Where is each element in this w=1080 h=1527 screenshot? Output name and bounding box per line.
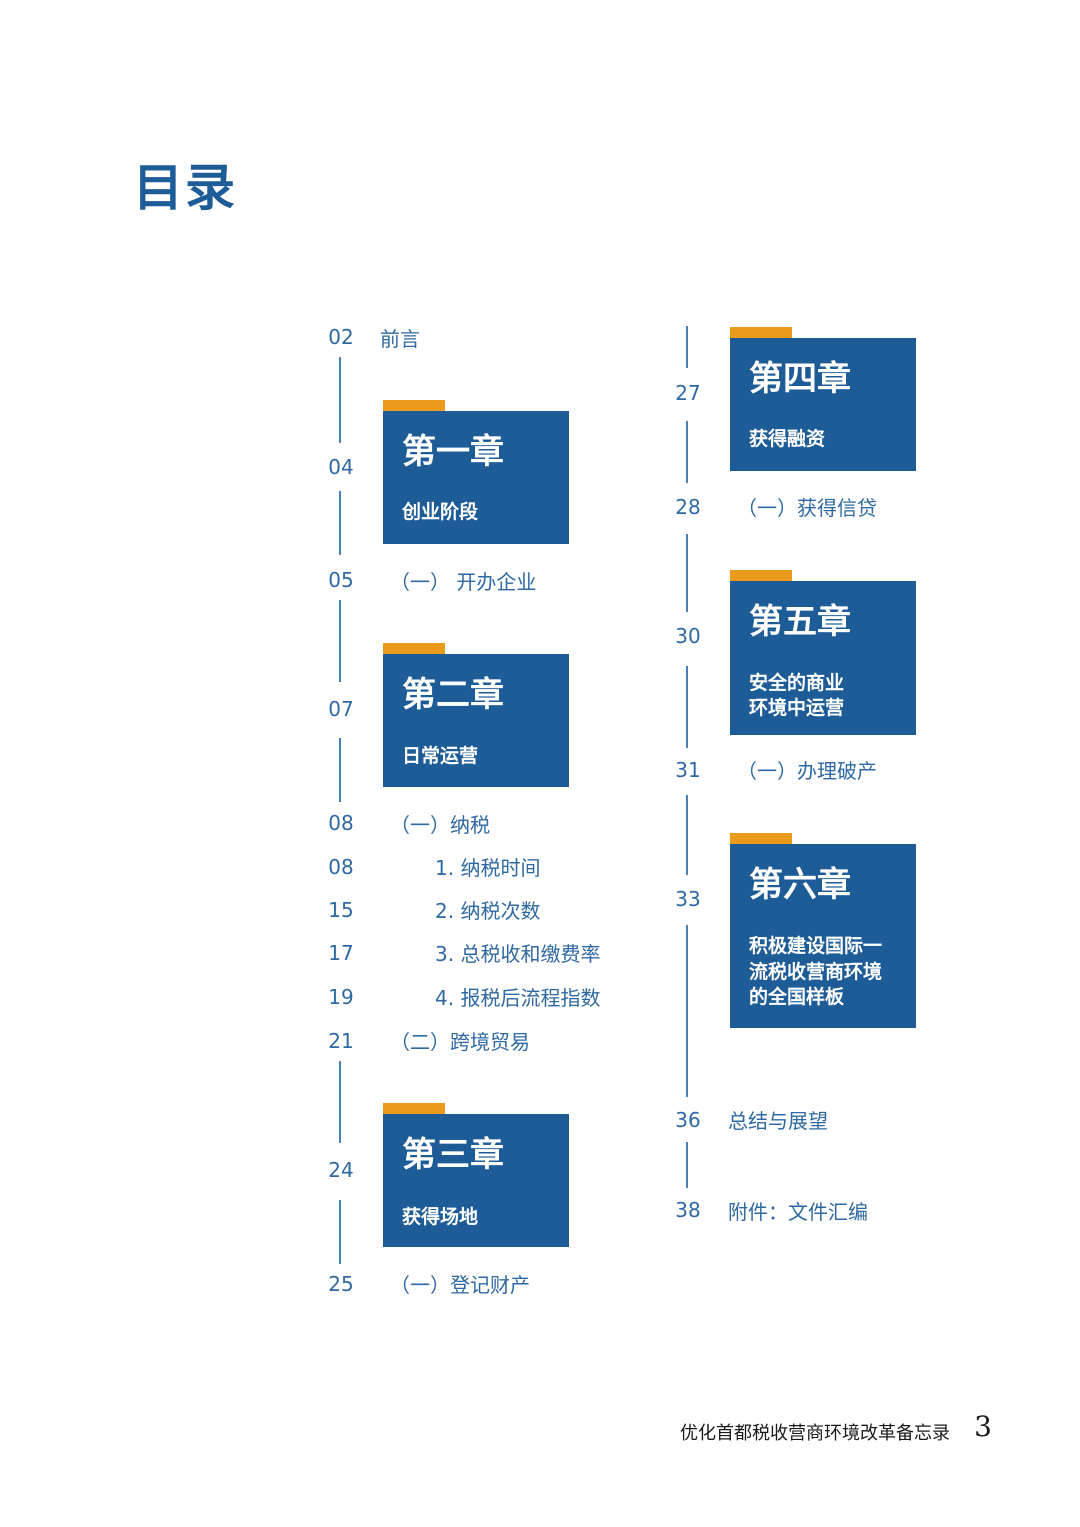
toc-page-number: 08	[328, 811, 354, 835]
toc-page-number: 30	[675, 624, 701, 648]
toc-item-section[interactable]: （一）纳税	[390, 813, 490, 837]
chapter-subtitle: 获得场地	[402, 1206, 479, 1228]
toc-page-number: 02	[328, 325, 354, 349]
chapter-card-4[interactable]: 第四章 获得融资	[730, 338, 916, 471]
chapter-card-1[interactable]: 第一章 创业阶段	[383, 411, 569, 544]
chapter-card-6[interactable]: 第六章 积极建设国际一 流税收营商环境 的全国样板	[730, 844, 916, 1028]
toc-page-number: 21	[328, 1029, 354, 1053]
toc-page-number: 28	[675, 495, 701, 519]
chapter-subtitle-line: 积极建设国际一	[749, 935, 883, 957]
toc-page-number: 05	[328, 568, 354, 592]
chapter-tab-accent	[730, 327, 792, 338]
toc-item-section[interactable]: （一）登记财产	[390, 1273, 530, 1297]
chapter-subtitle: 日常运营	[402, 745, 479, 767]
timeline-line	[339, 1061, 341, 1143]
page-number: 3	[974, 1410, 992, 1443]
toc-page-number: 31	[675, 758, 701, 782]
toc-item-subsection[interactable]: 2. 纳税次数	[435, 899, 541, 923]
toc-item-appendix[interactable]: 附件：文件汇编	[728, 1200, 868, 1224]
timeline-line	[339, 738, 341, 802]
chapter-subtitle-line: 流税收营商环境	[749, 961, 883, 983]
toc-page-number: 15	[328, 898, 354, 922]
toc-page-number: 17	[328, 941, 354, 965]
toc-item-subsection[interactable]: 3. 总税收和缴费率	[435, 942, 601, 966]
toc-page-number: 27	[675, 381, 701, 405]
chapter-subtitle-line: 环境中运营	[749, 697, 845, 719]
timeline-line	[686, 421, 688, 483]
toc-page-number: 08	[328, 855, 354, 879]
page-title: 目录	[133, 159, 237, 217]
timeline-line	[686, 1142, 688, 1188]
timeline-line	[339, 357, 341, 443]
chapter-title: 第三章	[402, 1135, 504, 1175]
toc-item-section[interactable]: （二）跨境贸易	[390, 1030, 530, 1054]
timeline-line	[686, 326, 688, 368]
toc-page-number: 36	[675, 1108, 701, 1132]
chapter-tab-accent	[730, 570, 792, 581]
chapter-title: 第六章	[749, 865, 851, 905]
toc-page-number: 33	[675, 887, 701, 911]
chapter-tab-accent	[730, 833, 792, 844]
chapter-title: 第一章	[402, 432, 504, 472]
timeline-line	[686, 925, 688, 1097]
toc-item-subsection[interactable]: 4. 报税后流程指数	[435, 986, 601, 1010]
chapter-card-3[interactable]: 第三章 获得场地	[383, 1114, 569, 1247]
chapter-title: 第四章	[749, 359, 851, 399]
toc-item-preface[interactable]: 前言	[380, 327, 420, 351]
chapter-tab-accent	[383, 643, 445, 654]
toc-page-number: 07	[328, 697, 354, 721]
toc-item-section[interactable]: （一） 开办企业	[390, 570, 537, 594]
toc-page-number: 25	[328, 1272, 354, 1296]
footer-document-title: 优化首都税收营商环境改革备忘录	[680, 1423, 950, 1444]
chapter-card-5[interactable]: 第五章 安全的商业 环境中运营	[730, 581, 916, 735]
timeline-line	[686, 795, 688, 875]
chapter-card-2[interactable]: 第二章 日常运营	[383, 654, 569, 787]
toc-page-number: 38	[675, 1198, 701, 1222]
chapter-title: 第五章	[749, 602, 851, 642]
timeline-line	[686, 666, 688, 748]
chapter-subtitle: 创业阶段	[402, 501, 479, 523]
timeline-line	[339, 491, 341, 555]
toc-page-number: 04	[328, 455, 354, 479]
timeline-line	[686, 534, 688, 612]
chapter-subtitle: 获得融资	[749, 428, 826, 450]
toc-item-summary[interactable]: 总结与展望	[728, 1109, 828, 1133]
timeline-line	[339, 1200, 341, 1264]
toc-item-section[interactable]: （一）办理破产	[737, 759, 877, 783]
toc-item-subsection[interactable]: 1. 纳税时间	[435, 856, 541, 880]
chapter-subtitle-line: 安全的商业	[749, 672, 845, 694]
timeline-line	[339, 600, 341, 682]
toc-item-section[interactable]: （一）获得信贷	[737, 496, 877, 520]
chapter-tab-accent	[383, 1103, 445, 1114]
toc-page-number: 24	[328, 1158, 354, 1182]
chapter-tab-accent	[383, 400, 445, 411]
chapter-subtitle-line: 的全国样板	[749, 986, 845, 1008]
chapter-title: 第二章	[402, 675, 504, 715]
toc-page-number: 19	[328, 985, 354, 1009]
